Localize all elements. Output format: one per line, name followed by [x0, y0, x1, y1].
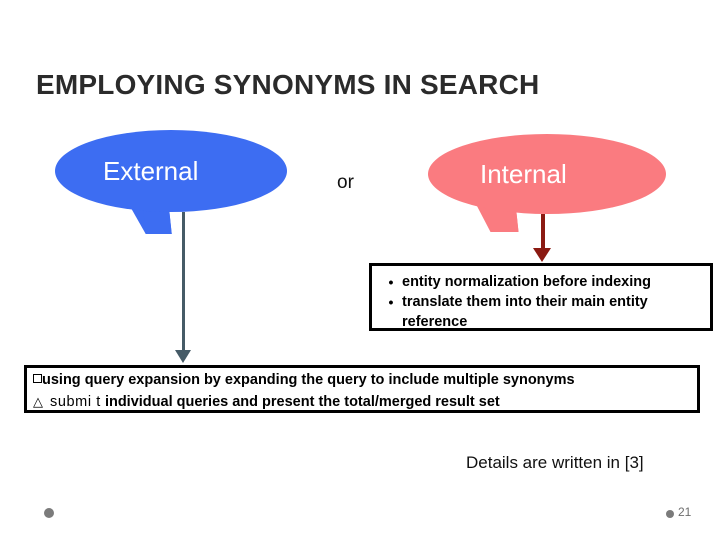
callout-external-bubble [55, 130, 287, 212]
arrow-internal-down-icon [533, 248, 551, 262]
triangle-bullet-icon: △ [33, 394, 43, 409]
arrow-external-down-icon [175, 350, 191, 363]
callout-external[interactable]: External [55, 130, 287, 234]
callout-internal-label: Internal [480, 159, 567, 189]
bullet-box: • entity normalization before indexing •… [369, 263, 713, 331]
list-item: • translate them into their main entity … [380, 292, 704, 332]
details-reference-note: Details are written in [3] [466, 453, 644, 472]
page-number: 21 [678, 505, 692, 519]
bottom-box: using query expansion by expanding the q… [24, 365, 700, 413]
footer-dot-right-icon [666, 510, 674, 518]
list-item: • entity normalization before indexing [380, 272, 704, 292]
page-title: EMPLOYING SYNONYMS IN SEARCH [36, 69, 540, 100]
arrow-internal-shaft [541, 214, 545, 254]
bottom-box-line: △ submi t individual queries and present… [33, 391, 693, 413]
bottom-box-line-text: individual queries and present the total… [104, 394, 500, 410]
bullet-point-icon: • [388, 274, 394, 290]
bullet-item-text: translate them into their main entity re… [402, 294, 648, 330]
callout-external-label: External [103, 156, 199, 186]
bullet-point-icon: • [388, 294, 394, 310]
callout-internal[interactable]: Internal [428, 134, 666, 232]
bottom-box-line: using query expansion by expanding the q… [33, 370, 693, 391]
arrow-external-shaft [182, 212, 185, 354]
bottom-box-line-text: using query expansion by expanding the q… [42, 372, 575, 388]
or-connector-label: or [337, 172, 354, 193]
bottom-box-lead-word: submi t [50, 394, 101, 410]
bullet-item-text: entity normalization before indexing [402, 274, 651, 290]
footer-dot-left-icon [44, 508, 54, 518]
callout-internal-bubble [428, 134, 666, 214]
square-bullet-icon [33, 374, 42, 383]
